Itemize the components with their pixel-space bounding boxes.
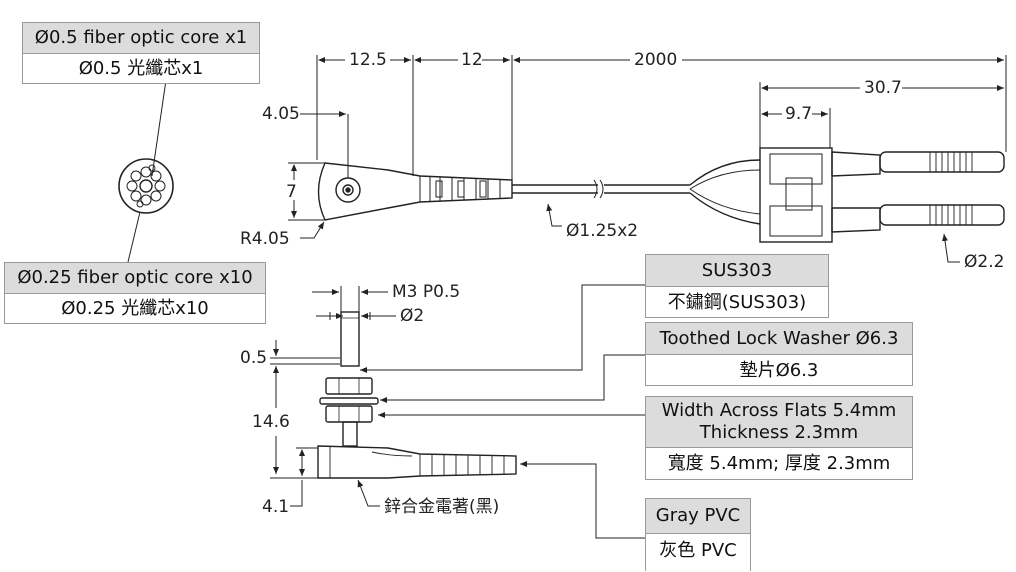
callout-washer-zh: 墊片Ø6.3 (739, 359, 819, 381)
dim-4-1: 4.1 (262, 497, 289, 517)
dim-30-7: 30.7 (864, 78, 902, 98)
callout-pvc-en: Gray PVC (646, 499, 750, 534)
dim-thread-m3: M3 P0.5 (392, 282, 460, 302)
callout-flats-zh: 寬度 5.4mm; 厚度 2.3mm (667, 453, 891, 474)
zinc-alloy-label: 鋅合金電著(黑) (384, 497, 499, 517)
callout-flats: Width Across Flats 5.4mm Thickness 2.3mm… (645, 396, 913, 480)
callout-sus303-en: SUS303 (646, 255, 828, 287)
dim-diameter-2: Ø2 (400, 306, 424, 326)
dim-9-7: 9.7 (785, 104, 812, 124)
side-dimensions (270, 286, 396, 507)
callout-flats-en: Width Across Flats 5.4mm Thickness 2.3mm (646, 397, 912, 448)
callout-pvc: Gray PVC 灰色 PVC (645, 498, 751, 571)
callout-core-025-zh: Ø0.25 光纖芯x10 (61, 298, 209, 319)
dim-2000: 2000 (634, 50, 677, 70)
callout-pvc-zh: 灰色 PVC (659, 540, 737, 561)
callout-core-025: Ø0.25 fiber optic core x10 Ø0.25 光纖芯x10 (4, 262, 266, 324)
callout-sus303: SUS303 不鏽鋼(SUS303) (645, 254, 829, 318)
dim-0-5: 0.5 (240, 348, 267, 368)
dim-fiber-125x2: Ø1.25x2 (566, 221, 638, 241)
callout-core-025-en: Ø0.25 fiber optic core x10 (5, 263, 265, 294)
callout-core-05: Ø0.5 fiber optic core x1 Ø0.5 光纖芯x1 (22, 22, 260, 84)
dim-12: 12 (461, 50, 483, 70)
callout-leaders (360, 284, 645, 539)
dim-4-05: 4.05 (262, 104, 300, 124)
callout-core-05-zh: Ø0.5 光纖芯x1 (78, 58, 204, 79)
dim-7: 7 (286, 182, 297, 202)
dim-r4-05: R4.05 (240, 229, 290, 249)
callout-sus303-zh: 不鏽鋼(SUS303) (667, 291, 807, 313)
sensor-head-side-view (317, 311, 517, 479)
fiber-cross-section (118, 79, 174, 263)
dim-12-5: 12.5 (349, 50, 387, 70)
dim-14-6: 14.6 (252, 412, 290, 432)
top-dimensions (288, 55, 1007, 263)
callout-washer-en: Toothed Lock Washer Ø6.3 (646, 323, 912, 355)
sensor-head-top-view (317, 147, 1005, 243)
dim-2-2: Ø2.2 (964, 252, 1004, 272)
callout-washer: Toothed Lock Washer Ø6.3 墊片Ø6.3 (645, 322, 913, 386)
callout-core-05-en: Ø0.5 fiber optic core x1 (23, 23, 259, 54)
